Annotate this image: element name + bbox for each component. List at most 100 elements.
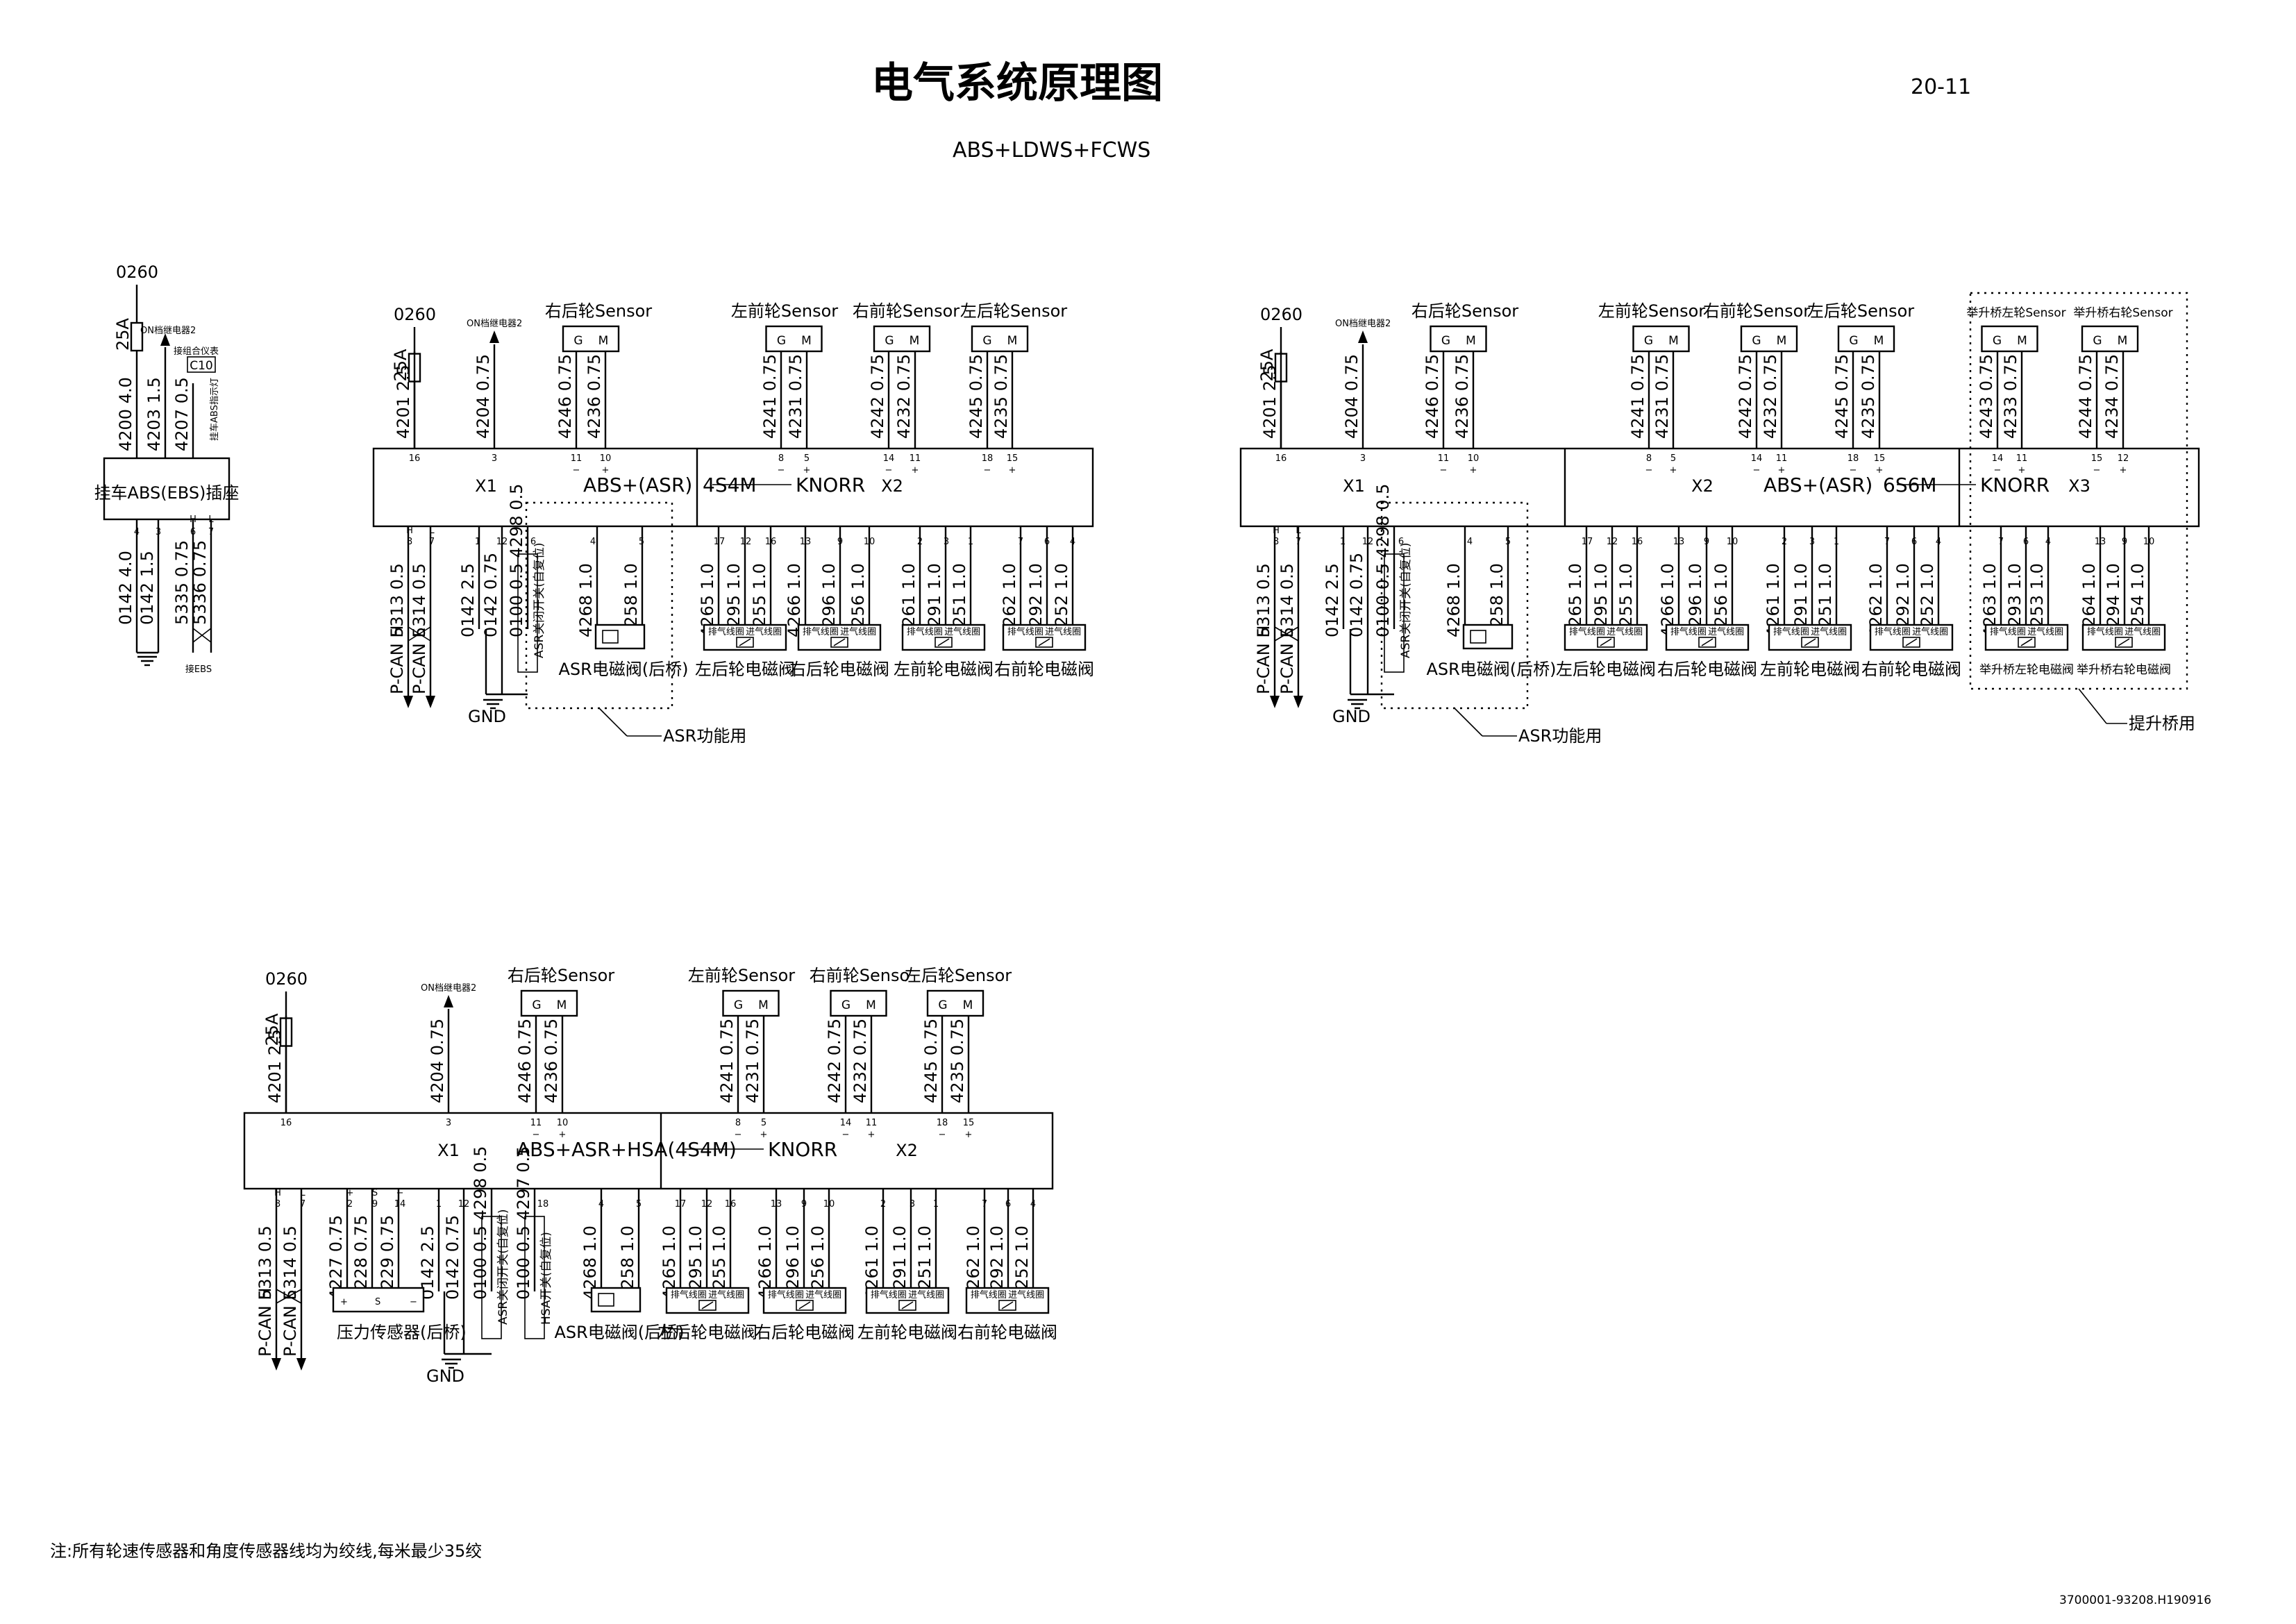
valve-coil-icon — [1038, 638, 1050, 646]
wire-code: 4243 0.75 — [1977, 354, 1996, 439]
pin-polarity: + — [1009, 465, 1016, 476]
wire-code: 4268 1.0 — [576, 563, 596, 637]
sensor-pin-m: M — [557, 998, 567, 1012]
wire-code: 0142 2.5 — [1323, 563, 1342, 637]
pin-number: 18 — [937, 1118, 948, 1128]
wire-code: 4246 0.75 — [555, 354, 575, 439]
connector-c10: C10 — [190, 359, 213, 373]
sensor-label: 右前轮Senso — [810, 966, 910, 985]
gnd-label: GND — [426, 1366, 464, 1386]
wire-code: 4232 0.75 — [850, 1019, 870, 1103]
wheel-valve-label: 右后轮电磁阀 — [1657, 660, 1757, 679]
pin-number: 10 — [557, 1118, 569, 1128]
wire-code: 0142 4.0 — [116, 551, 135, 625]
pressure-pin-plus: + — [340, 1297, 348, 1307]
asr-function-callout: ASR功能用 — [1518, 726, 1602, 746]
wire-code: 0100 0.5 4298 0.5 — [471, 1146, 490, 1300]
pin-number: 8 — [1273, 537, 1279, 547]
wire-code: 4236 0.75 — [1452, 354, 1472, 439]
fuse-rating: 25A — [113, 317, 133, 351]
connector-x1: X1 — [475, 476, 497, 496]
pin-number: 8 — [275, 1199, 280, 1209]
sensor-box — [1981, 325, 2038, 353]
wire-code: 0100 0.5 4298 0.5 — [507, 484, 526, 637]
pin-polarity: − — [1645, 465, 1653, 476]
wire-code: 4241 0.75 — [1628, 354, 1648, 439]
can-l-label: P-CAN L — [1277, 628, 1297, 694]
pin-polarity: − — [1753, 465, 1761, 476]
sensor-box — [562, 325, 620, 353]
pin-number: 15 — [963, 1118, 975, 1128]
valve-box — [901, 623, 986, 651]
pin-number: 10 — [1468, 453, 1480, 464]
pin-number: 11 — [530, 1118, 542, 1128]
wheel-valve-label: 右后轮电磁阀 — [755, 1323, 855, 1342]
valve-coil-icon — [998, 1300, 1016, 1311]
connector-x2: X2 — [881, 476, 903, 496]
valve-tag-intake: 进气线圈 — [1912, 626, 1948, 637]
pin-number: 15 — [1874, 453, 1886, 464]
valve-coil-icon — [937, 638, 950, 646]
can-twisted-pair-icon — [276, 1289, 302, 1304]
sensor-pin-g: G — [1752, 334, 1761, 348]
wire-code: 5314 0.5 — [1277, 563, 1297, 637]
pin-polarity: + — [1876, 465, 1884, 476]
fuse-rating: 25A — [391, 349, 410, 382]
sensor-pin-g: G — [777, 334, 786, 348]
sensor-pin-m: M — [963, 998, 973, 1012]
can-h-arrow-icon — [1270, 696, 1280, 708]
wire-code: 4246 0.75 — [515, 1019, 535, 1103]
valve-tag-exhaust: 排气线圈 — [768, 1289, 804, 1300]
pin-h: H — [274, 1188, 281, 1198]
pin-number: 9 — [372, 1199, 378, 1209]
controller-brand: KNORR — [796, 474, 865, 496]
pin-number: 6 — [530, 537, 536, 547]
page-number: 20-11 — [1911, 75, 1971, 99]
pin-number: 3 — [1360, 453, 1366, 464]
trailer-socket-name: 挂车ABS(EBS)插座 — [94, 483, 240, 503]
sensor-box — [520, 989, 578, 1017]
wire-code: 4241 0.75 — [717, 1019, 737, 1103]
valve-coil-icon — [2018, 637, 2036, 648]
sensor-pin-m: M — [1777, 334, 1787, 348]
callout-leader — [2078, 688, 2107, 724]
sensor-label: 左前轮Sensor — [731, 301, 838, 321]
pin-polarity: + — [2120, 465, 2127, 476]
valve-tag-intake: 进气线圈 — [1708, 626, 1744, 637]
pin-number: 11 — [1438, 453, 1450, 464]
wire-code: 0142 0.75 — [481, 553, 501, 637]
pressure-pin-s: S — [375, 1297, 380, 1307]
pin-number: 16 — [409, 453, 421, 464]
indicator-label: 挂车ABS指示灯 — [209, 378, 220, 441]
pin-number: 3 — [446, 1118, 451, 1128]
wheel-valve-label: 左前轮电磁阀 — [1760, 660, 1860, 679]
sensor-box — [1740, 325, 1798, 353]
asr-valve-box — [1462, 623, 1514, 650]
page-title: 电气系统原理图 — [871, 59, 1163, 108]
sensor-pin-g: G — [573, 334, 583, 348]
relay-arrow-icon — [160, 333, 170, 346]
wheel-valve-label: 右后轮电磁阀 — [789, 660, 889, 679]
wire-code: 4235 0.75 — [1859, 354, 1878, 439]
wire-code: 5313 0.5 — [255, 1225, 275, 1300]
valve-tag-exhaust: 排气线圈 — [871, 1289, 907, 1300]
sensor-pin-g: G — [532, 998, 541, 1012]
pin-number: 14 — [840, 1118, 852, 1128]
pin-number: 2 — [347, 1199, 353, 1209]
sensor-pin-m: M — [1466, 334, 1476, 348]
pin-polarity: − — [984, 465, 991, 476]
fuse-id: 0260 — [394, 305, 436, 324]
pin-polarity: + — [803, 465, 811, 476]
wire-code: 4236 0.75 — [542, 1019, 561, 1103]
sensor-label: 左后轮Sensor — [905, 966, 1012, 985]
valve-tag-exhaust: 排气线圈 — [1990, 626, 2026, 637]
pin-polarity: − — [735, 1130, 742, 1140]
pin-number: 11 — [910, 453, 921, 464]
pin-psm: − — [396, 1188, 404, 1198]
valve-tag-intake: 进气线圈 — [1008, 1289, 1044, 1300]
valve-tag-intake: 进气线圈 — [2125, 626, 2161, 637]
fuse-rating: 25A — [1257, 349, 1277, 382]
valve-coil-icon — [2115, 637, 2133, 648]
pin-number: 5 — [1670, 453, 1676, 464]
